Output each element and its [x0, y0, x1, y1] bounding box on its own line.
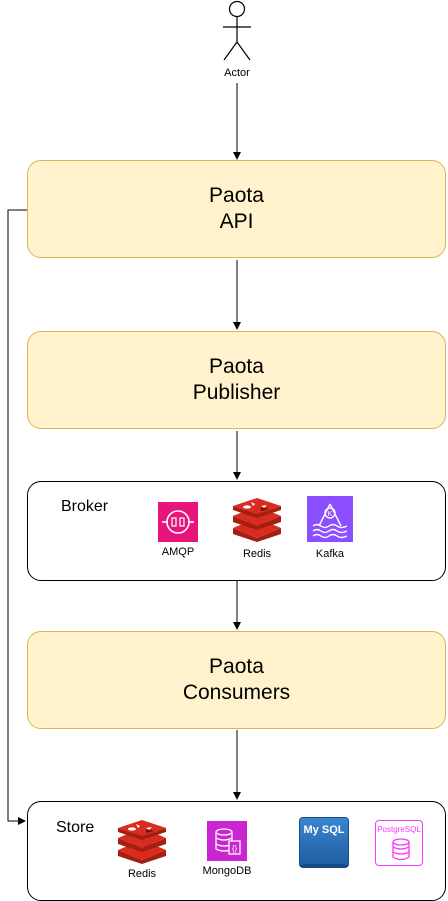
redis-label: Redis [242, 548, 272, 560]
paota-api-box: Paota API [27, 160, 446, 258]
svg-text:K: K [328, 511, 333, 518]
store-box: Store Redis {} MongoDB My SQL PostgreSQL [27, 801, 446, 901]
store-title: Store [56, 819, 95, 836]
svg-text:{}: {} [232, 844, 238, 853]
paota-api-title-line2: API [219, 210, 254, 233]
amqp-label: AMQP [161, 546, 195, 558]
actor-label: Actor [224, 67, 250, 79]
mysql-icon-text: My SQL [303, 824, 345, 836]
actor-icon [223, 0, 251, 61]
paota-publisher-title-line2: Publisher [192, 381, 281, 404]
kafka-label: Kafka [315, 548, 345, 560]
amqp-icon [158, 502, 198, 542]
paota-consumers-title-line1: Paota [209, 655, 264, 678]
postgresql-icon-text: PostgreSQL [377, 825, 421, 834]
postgresql-icon: PostgreSQL [375, 820, 423, 866]
mongodb-label: MongoDB [202, 865, 252, 877]
redis-label: Redis [127, 868, 157, 880]
redis-icon [118, 820, 166, 864]
broker-title: Broker [61, 498, 109, 515]
broker-box: Broker AMQP Redis K Kafka [27, 481, 446, 581]
paota-api-title-line1: Paota [209, 184, 264, 207]
mongodb-icon: {} [207, 821, 247, 861]
paota-consumers-title-line2: Consumers [182, 681, 291, 704]
paota-publisher-title-line1: Paota [209, 355, 264, 378]
mysql-icon: My SQL [299, 817, 349, 865]
redis-icon [233, 498, 281, 542]
kafka-icon: K [307, 496, 353, 542]
paota-consumers-box: Paota Consumers [27, 631, 446, 729]
paota-publisher-box: Paota Publisher [27, 331, 446, 429]
arrow-api-to-store [7, 209, 27, 825]
